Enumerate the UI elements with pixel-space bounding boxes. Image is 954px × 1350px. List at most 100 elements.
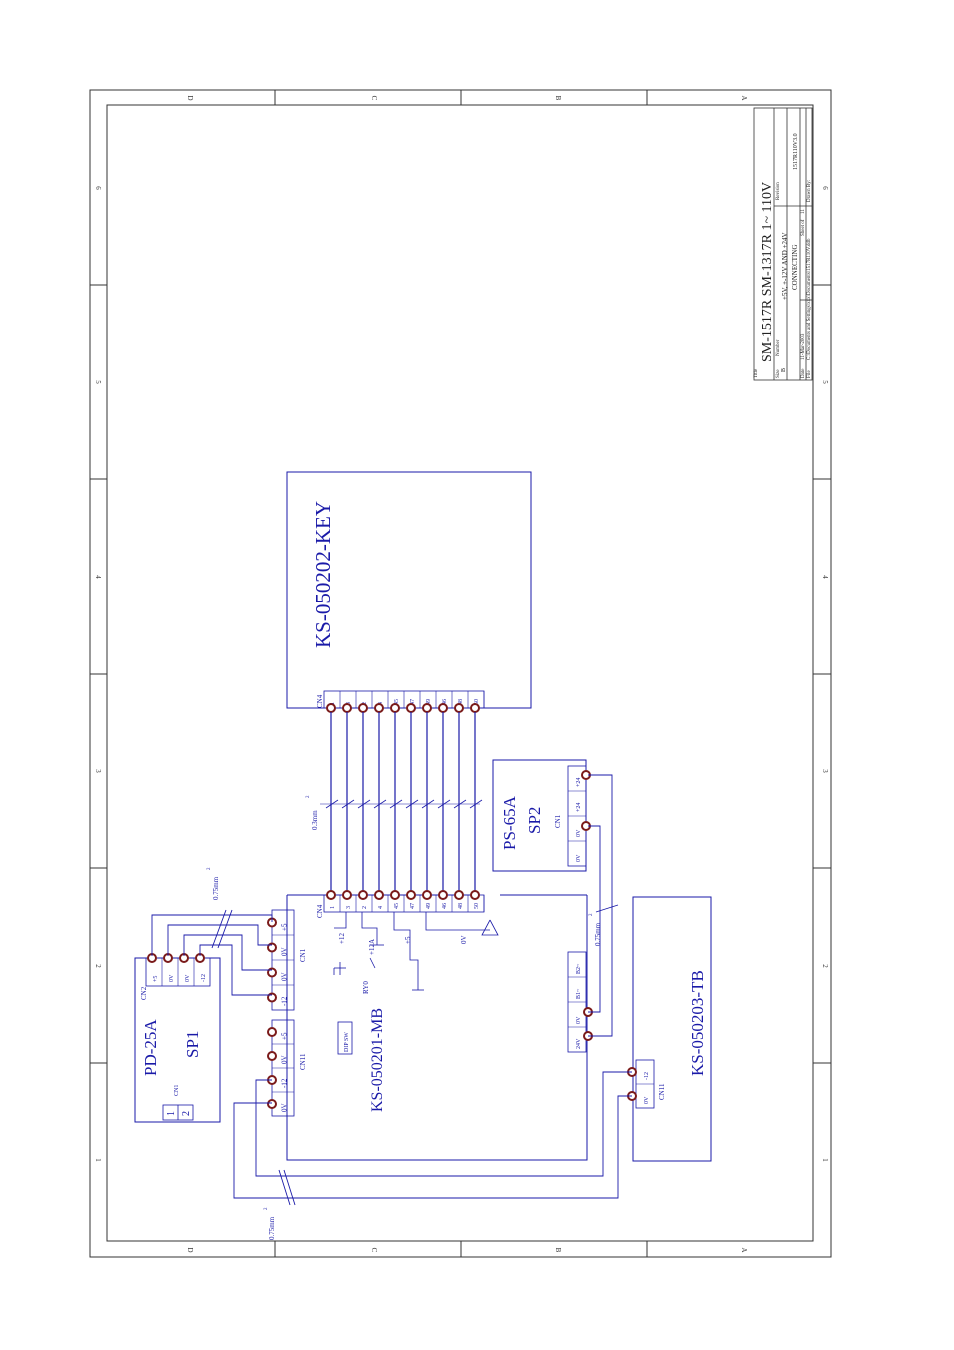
psu-sp1-cn1-pin-2: 2 (181, 1111, 192, 1116)
tb-board-name: KS-050203-TB (688, 970, 707, 1076)
psu-sp2-cn1-pin-3: 0V (576, 854, 582, 862)
mb-cn4-pin-48: 48 (458, 903, 464, 909)
psu-sp2-name: SP2 (525, 807, 544, 834)
mb-cn4-label: CN4 (316, 904, 324, 918)
date-label: Date (801, 368, 806, 378)
mb-cn4-pin-2-terminal (358, 890, 368, 900)
mb-cn11-pin-0-terminal (267, 1027, 277, 1037)
key-cn4-pin-4-terminal (374, 703, 384, 713)
dip-switch-label: DIP SW (344, 1032, 350, 1052)
zone-letter-top-a: A (740, 95, 748, 100)
mb-cn11-pin-1: 0V (280, 1055, 288, 1064)
zone-number-left-3: 3 (94, 769, 102, 773)
key-cn4-pin-46: 46 (442, 699, 448, 705)
psu-sp2-cn1-pin-1: +24 (576, 803, 582, 812)
psu-sp1-cn2-pin-0: +5 (153, 976, 159, 982)
psu1-link-square: 2 (207, 867, 212, 870)
key-cn4-pin-45: 45 (394, 699, 400, 705)
drawing-title: SM-1517R SM-1317R 1~ 110V (760, 182, 775, 362)
zone-number-left-6: 6 (94, 186, 102, 190)
bus-wire-square: 2 (306, 795, 311, 798)
psu-sp1-model: PD-25A (141, 1019, 160, 1076)
title-block: Title SM-1517R SM-1317R 1~ 110V Size B N… (753, 107, 813, 381)
key-cn4-pin-50: 50 (474, 699, 480, 705)
mb-cn4-pin-2: 2 (362, 906, 368, 909)
mb-cn11-pin-1-terminal (267, 1051, 277, 1061)
key-cn4-pin-49-terminal (422, 703, 432, 713)
tb-link-square: 2 (264, 1207, 269, 1210)
rail-label-12: +12 (338, 933, 346, 944)
zone-number-right-2: 2 (821, 964, 829, 968)
mb-cn4-pin-47: 47 (410, 903, 416, 909)
mb-cn4-pin-4-terminal (374, 890, 384, 900)
mb-supply-pin-1: B1~ (576, 988, 582, 999)
mb-cn4-pin-46: 46 (442, 903, 448, 909)
mb-supply-pin-3: 24V (576, 1038, 582, 1049)
mb-cn11-pin-3: 0V (280, 1103, 288, 1112)
psu-sp2-cn1-label: CN1 (554, 814, 562, 828)
key-cn4-pin-47: 47 (410, 699, 416, 705)
zone-number-left-5: 5 (94, 380, 102, 384)
key-cn4-pin-48-terminal (454, 703, 464, 713)
tb-cn11-pin-1: 0V (644, 1096, 650, 1104)
key-cn4-pin-47-terminal (406, 703, 416, 713)
zone-letter-bottom-d: D (186, 1247, 194, 1252)
mb-cn1-pin-1: 0V (280, 947, 288, 956)
mb-cn4-pin-46-terminal (438, 890, 448, 900)
key-cn4-pin-3-terminal (342, 703, 352, 713)
mb-cn4-pin-50-terminal (470, 890, 480, 900)
title-label: Title (754, 368, 759, 378)
psu-sp2-cn1-pin-0: +24 (576, 778, 582, 787)
rail-label-5: +5 (404, 936, 412, 944)
mb-cn4-pin-45: 45 (394, 903, 400, 909)
revision-label: Revision (776, 182, 781, 200)
mb-cn4-pin-49: 49 (426, 903, 432, 909)
sheet-value: 11 (801, 209, 806, 214)
psu-sp2-model: PS-65A (500, 795, 519, 850)
signal-bus (320, 712, 483, 891)
psu-sp2-cn1-connector: +24 +24 0V 0V (567, 765, 591, 867)
zone-letter-bottom-b: B (554, 1248, 562, 1253)
mb-cn11-pin-2: -12 (280, 1078, 288, 1088)
tb-cn11-label: CN11 (658, 1083, 666, 1100)
mb-cn4-pin-50: 50 (474, 903, 480, 909)
number-value: +5V, +-12V AND +24V (781, 232, 789, 300)
bus-wire-label: 0.3mm (311, 810, 319, 830)
psu-sp1-cn2-pin-2: 0V (185, 974, 191, 982)
date-value: 11-Mar-2003 (801, 333, 806, 360)
mb-cn4-pin-3-terminal (342, 890, 352, 900)
mb-cn4-pin-47-terminal (406, 890, 416, 900)
zone-letter-bottom-c: C (370, 1248, 378, 1253)
zone-letter-bottom-a: A (740, 1247, 748, 1252)
key-cn4-pin-49: 49 (426, 699, 432, 705)
zone-number-right-1: 1 (821, 1158, 829, 1162)
psu1-link-label: 0.75mm (212, 876, 220, 900)
mb-cn1-pin-0: +5 (280, 923, 288, 931)
psu-sp2-cn1-pin-2: 0V (576, 829, 582, 837)
mb-cn4-pin-1-terminal (326, 890, 336, 900)
sheet-label: Sheet of (801, 219, 806, 236)
mb-cn4-pin-49-terminal (422, 890, 432, 900)
mb-cn1-pin-2-terminal (267, 967, 277, 978)
mb-cn4-pin-4: 4 (378, 906, 384, 909)
key-cn4-pin-2-terminal (358, 703, 368, 713)
key-cn4-pin-45-terminal (390, 703, 400, 713)
drawing-frame (89, 89, 832, 1258)
mainboard-name: KS-050201-MB (369, 1008, 386, 1112)
drawn-by-label: Drawn By: (807, 180, 812, 202)
mb-cn4-pin-45-terminal (390, 890, 400, 900)
zone-number-left-1: 1 (94, 1158, 102, 1162)
number-label: Number (776, 339, 781, 356)
relay-label: RY0 (362, 981, 370, 994)
mb-cn4-pin-1: 1 (330, 906, 336, 909)
description-value: CONNECTING (791, 245, 799, 291)
revision-value: 1517R110V3.0 (793, 133, 799, 170)
file-label: File (807, 369, 812, 378)
